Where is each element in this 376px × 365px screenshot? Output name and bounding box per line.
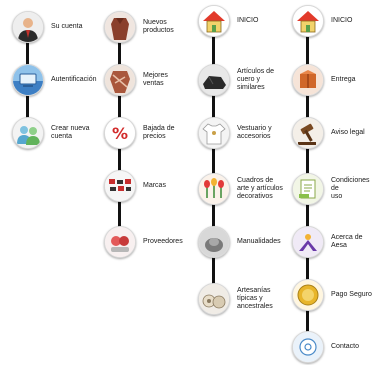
node-label: Autentificación xyxy=(51,76,97,84)
art-decor-icon xyxy=(198,173,230,205)
legal-notice-icon xyxy=(292,117,324,149)
svg-text:%: % xyxy=(112,124,128,143)
node-condiciones-uso[interactable]: Condiciones de uso xyxy=(292,172,376,206)
node-autentificacion[interactable]: Autentificación xyxy=(12,63,98,97)
leather-goods-icon xyxy=(198,64,230,96)
node-aviso-legal[interactable]: Aviso legal xyxy=(292,116,376,150)
node-artesanias[interactable]: Artesanías típicas y ancestrales xyxy=(198,282,284,316)
node-label: Artículos de cuero y similares xyxy=(237,68,274,92)
node-label: Marcas xyxy=(143,182,166,190)
node-label: Contacto xyxy=(331,343,359,351)
node-manualidades[interactable]: Manualidades xyxy=(198,225,284,259)
new-account-icon xyxy=(12,117,44,149)
node-marcas[interactable]: Marcas xyxy=(104,169,190,203)
node-articulos-cuero[interactable]: Artículos de cuero y similares xyxy=(198,63,284,97)
brands-icon xyxy=(104,170,136,202)
node-label: Bajada de precios xyxy=(143,125,175,141)
clothing-icon xyxy=(198,117,230,149)
node-crear-cuenta[interactable]: Crear nueva cuenta xyxy=(12,116,98,150)
node-nuevos-productos[interactable]: Nuevos productos xyxy=(104,10,190,44)
node-label: Nuevos productos xyxy=(143,19,174,35)
column-products: Nuevos productos Mejores ventas % Bajada… xyxy=(92,0,186,365)
node-label: Su cuenta xyxy=(51,23,83,31)
price-drop-icon: % xyxy=(104,117,136,149)
node-label: INICIO xyxy=(237,17,258,25)
column-categories: INICIO Artículos de cuero y similares Ve… xyxy=(186,0,280,365)
new-products-icon xyxy=(104,11,136,43)
home-icon xyxy=(292,5,324,37)
node-inicio[interactable]: INICIO xyxy=(198,4,284,38)
terms-of-use-icon xyxy=(292,173,324,205)
column-account: Su cuenta Autentificación Crear nueva cu… xyxy=(0,0,94,365)
handicrafts-icon xyxy=(198,283,230,315)
user-account-icon xyxy=(12,11,44,43)
node-label: Acerca de Aesa xyxy=(331,234,376,250)
node-inicio[interactable]: INICIO xyxy=(292,4,376,38)
column-info: INICIO Entrega Aviso legal Condiciones d… xyxy=(280,0,374,365)
node-entrega[interactable]: Entrega xyxy=(292,63,376,97)
node-label: Manualidades xyxy=(237,238,281,246)
node-vestuario[interactable]: Vestuario y accesorios xyxy=(198,116,284,150)
node-acerca-aesa[interactable]: Acerca de Aesa xyxy=(292,225,376,259)
node-label: Crear nueva cuenta xyxy=(51,125,90,141)
node-proveedores[interactable]: Proveedores xyxy=(104,225,190,259)
node-label: Artesanías típicas y ancestrales xyxy=(237,287,273,311)
authentication-icon xyxy=(12,64,44,96)
node-label: INICIO xyxy=(331,17,352,25)
node-label: Mejores ventas xyxy=(143,72,190,88)
contact-icon xyxy=(292,331,324,363)
node-label: Aviso legal xyxy=(331,129,365,137)
node-bajada-precios[interactable]: % Bajada de precios xyxy=(104,116,190,150)
delivery-icon xyxy=(292,64,324,96)
node-mejores-ventas[interactable]: Mejores ventas xyxy=(104,63,190,97)
node-label: Condiciones de uso xyxy=(331,177,376,201)
node-cuadros-arte[interactable]: Cuadros de arte y artículos decorativos xyxy=(198,172,284,206)
home-icon xyxy=(198,5,230,37)
node-label: Entrega xyxy=(331,76,356,84)
best-sellers-icon xyxy=(104,64,136,96)
node-label: Vestuario y accesorios xyxy=(237,125,272,141)
secure-payment-icon xyxy=(292,279,324,311)
suppliers-icon xyxy=(104,226,136,258)
node-su-cuenta[interactable]: Su cuenta xyxy=(12,10,98,44)
node-label: Proveedores xyxy=(143,238,183,246)
node-label: Cuadros de arte y artículos decorativos xyxy=(237,177,283,201)
node-contacto[interactable]: Contacto xyxy=(292,330,376,364)
node-pago-seguro[interactable]: Pago Seguro xyxy=(292,278,376,312)
crafts-icon xyxy=(198,226,230,258)
about-icon xyxy=(292,226,324,258)
node-label: Pago Seguro xyxy=(331,291,372,299)
